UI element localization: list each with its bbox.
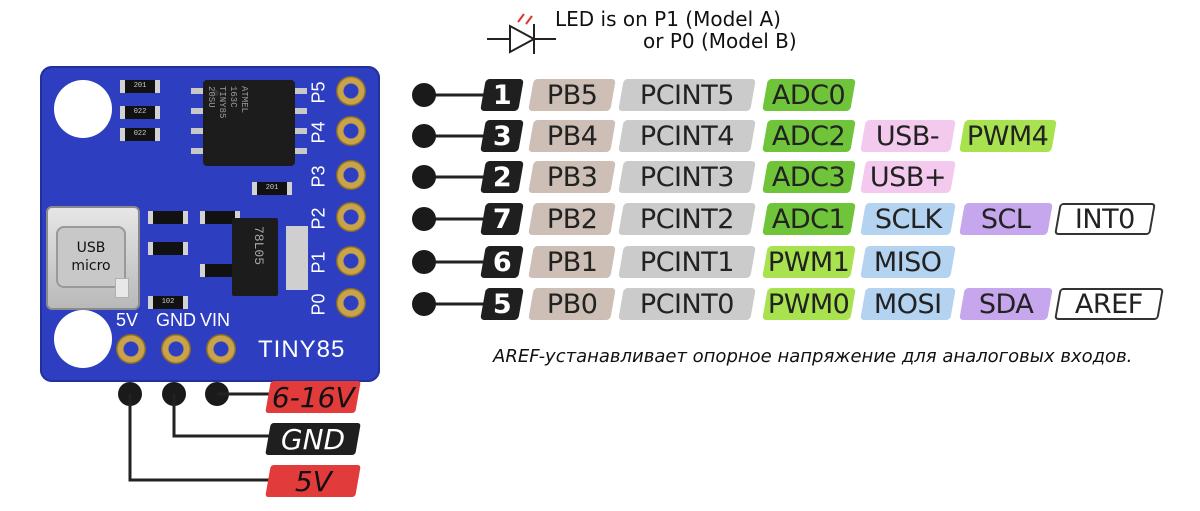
pin-label-p0: P0 xyxy=(308,293,329,316)
pin-function-mosi: MOSI xyxy=(860,288,956,320)
pin-function-adc2: ADC2 xyxy=(762,120,856,152)
led-note: LED is on P1 (Model A) or P0 (Model B) xyxy=(555,8,797,52)
pin-label-gnd: GND xyxy=(156,310,196,330)
power-tag-gnd: GND xyxy=(265,423,361,456)
led-icon xyxy=(115,278,129,298)
pin-number: 5 xyxy=(480,288,524,320)
pin-number: 2 xyxy=(480,161,524,193)
pin-function-pwm1: PWM1 xyxy=(762,246,856,278)
pin-connector-dot xyxy=(412,250,436,274)
smd-resistor: 022 xyxy=(120,128,160,141)
pin-function-adc1: ADC1 xyxy=(762,203,856,235)
pin-number: 1 xyxy=(480,79,524,111)
chip-text: ATMEL 163C TINY85 20SU xyxy=(206,86,249,119)
power-connector-line xyxy=(172,394,272,438)
board-name: TINY85 xyxy=(258,336,346,363)
pin-label-p5: P5 xyxy=(308,81,329,104)
pin-function-adc3: ADC3 xyxy=(762,161,856,193)
pin-function-usb: USB+ xyxy=(860,161,956,193)
digispark-board: ATMEL 163C TINY85 20SU 201 022 022 201 1… xyxy=(40,66,380,382)
pin-function-adc0: ADC0 xyxy=(762,79,856,111)
pin-function-sclk: SCLK xyxy=(860,203,956,235)
chip-pin xyxy=(191,88,203,94)
pin-function-usb: USB- xyxy=(860,120,956,152)
power-connector-line xyxy=(128,394,272,482)
led-note-line1: LED is on P1 (Model A) xyxy=(555,7,781,31)
chip-pin xyxy=(295,128,307,134)
pad-p0 xyxy=(336,288,366,318)
smd-resistor: 102 xyxy=(148,296,188,309)
pin-port: PB5 xyxy=(528,79,616,111)
pad-p3 xyxy=(336,160,366,190)
pin-connector-dot xyxy=(412,207,436,231)
pin-number: 7 xyxy=(480,203,524,235)
chip-pin xyxy=(191,128,203,134)
chip-pin xyxy=(295,88,307,94)
pin-function-miso: MISO xyxy=(860,246,956,278)
smd-resistor: 022 xyxy=(120,106,160,119)
chip-pin xyxy=(295,148,307,154)
pin-label-p4: P4 xyxy=(308,121,329,144)
pin-pcint: PCINT5 xyxy=(618,79,756,111)
pad-p4 xyxy=(336,116,366,146)
chip-pin xyxy=(295,108,307,114)
smd-resistor: 201 xyxy=(252,182,292,195)
pin-connector-dot xyxy=(412,292,436,316)
pin-port: PB3 xyxy=(528,161,616,193)
mount-hole-bottom-left xyxy=(54,310,112,368)
power-tag-vin: 6-16V xyxy=(265,381,361,414)
pin-pcint: PCINT1 xyxy=(618,246,756,278)
attiny85-chip: ATMEL 163C TINY85 20SU xyxy=(203,80,295,166)
pin-port: PB4 xyxy=(528,120,616,152)
pin-pcint: PCINT2 xyxy=(618,203,756,235)
chip-pin xyxy=(191,108,203,114)
pad-p2 xyxy=(336,202,366,232)
pin-label-p2: P2 xyxy=(308,207,329,230)
pin-number: 6 xyxy=(480,246,524,278)
pad-p5 xyxy=(336,76,366,106)
pin-number: 3 xyxy=(480,120,524,152)
chip-pin xyxy=(191,148,203,154)
pin-label-5v: 5V xyxy=(116,310,139,330)
pin-pcint: PCINT3 xyxy=(618,161,756,193)
pin-function-pwm4: PWM4 xyxy=(959,120,1057,152)
smd-component xyxy=(148,211,188,224)
led-diode-icon xyxy=(487,13,556,54)
pin-function-aref: AREF xyxy=(1054,288,1164,320)
pad-gnd xyxy=(161,334,191,364)
pin-pcint: PCINT4 xyxy=(618,120,756,152)
pad-p1 xyxy=(336,246,366,276)
chip-dot-icon xyxy=(213,90,219,96)
led-note-line2: or P0 (Model B) xyxy=(643,29,797,53)
pin-label-p1: P1 xyxy=(308,251,329,274)
smd-component xyxy=(200,211,240,224)
smd-resistor: 201 xyxy=(120,80,160,93)
pin-label-vin: VIN xyxy=(200,310,231,330)
regulator-text: 78L05 xyxy=(251,226,266,266)
pin-function-pwm0: PWM0 xyxy=(762,288,856,320)
pin-connector-dot xyxy=(412,165,436,189)
pin-port: PB0 xyxy=(528,288,616,320)
pin-function-sda: SDA xyxy=(959,288,1053,320)
smd-component xyxy=(148,242,188,255)
usb-label: USB micro xyxy=(56,226,126,288)
pin-pcint: PCINT0 xyxy=(618,288,756,320)
power-tag-5v: 5V xyxy=(265,465,361,498)
pad-vin xyxy=(206,334,236,364)
pin-label-p3: P3 xyxy=(308,165,329,188)
pad-5v xyxy=(116,334,146,364)
pin-function-scl: SCL xyxy=(959,203,1053,235)
aref-note: AREF-устанавливает опорное напряжение дл… xyxy=(493,346,1133,367)
pin-port: PB2 xyxy=(528,203,616,235)
pin-connector-dot xyxy=(412,124,436,148)
mount-hole-top-left xyxy=(54,80,112,138)
voltage-regulator: 78L05 xyxy=(232,218,278,296)
regulator-tab xyxy=(286,226,308,290)
pin-connector-dot xyxy=(412,83,436,107)
pin-function-int0: INT0 xyxy=(1054,203,1156,235)
pin-port: PB1 xyxy=(528,246,616,278)
